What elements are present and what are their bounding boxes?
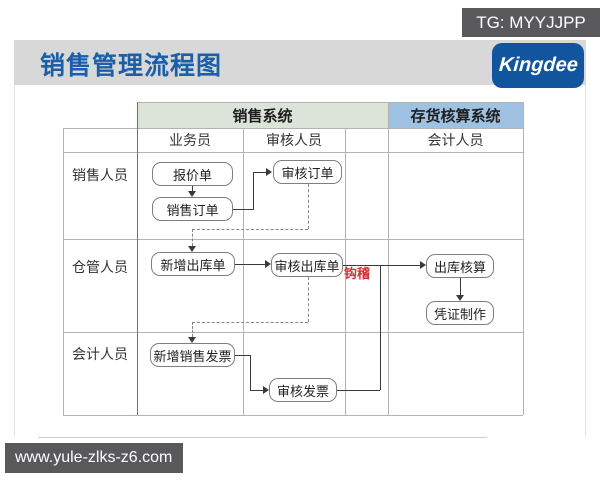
connector <box>460 278 461 295</box>
kingdee-logo-text: Kingdee <box>497 54 579 76</box>
row-label-accounting-staff: 会计人员 <box>72 346 128 362</box>
connector <box>235 355 250 356</box>
node-sales-order: 销售订单 <box>152 197 233 221</box>
kingdee-logo: Kingdee <box>492 43 584 88</box>
bottom-divider <box>38 437 487 438</box>
grid-line <box>63 128 64 415</box>
grid-line <box>388 102 389 415</box>
arrow-right-icon <box>265 260 271 268</box>
grid-line <box>345 128 346 415</box>
system-header-inventory: 存货核算系统 <box>388 102 523 128</box>
tg-watermark-badge: TG: MYYJJPP <box>462 8 600 37</box>
grid-line <box>63 332 523 333</box>
connector-dashed <box>308 184 309 229</box>
connector-dashed <box>308 277 309 322</box>
connector <box>250 355 251 390</box>
reconcile-annotation: 钩稽 <box>344 266 371 281</box>
connector-dashed <box>192 229 308 230</box>
connector-dashed <box>192 322 308 323</box>
arrow-right-icon <box>263 386 269 394</box>
grid-line <box>243 128 244 415</box>
grid-line <box>137 102 523 103</box>
node-new-invoice: 新增销售发票 <box>150 343 235 367</box>
connector <box>343 265 420 266</box>
arrow-right-icon <box>266 168 272 176</box>
grid-line <box>523 102 524 415</box>
arrow-down-icon <box>188 337 196 343</box>
connector <box>380 265 381 390</box>
grid-line <box>63 152 523 153</box>
connector-dashed <box>192 322 193 337</box>
node-new-outbound: 新增出库单 <box>151 252 235 276</box>
arrow-down-icon <box>456 295 464 301</box>
arrow-down-icon <box>188 246 196 252</box>
connector <box>253 172 267 173</box>
slide-left-edge <box>14 85 15 437</box>
node-quote: 报价单 <box>152 162 233 186</box>
connector <box>233 209 253 210</box>
row-label-sales-staff: 销售人员 <box>72 167 128 183</box>
role-header-clerk: 业务员 <box>169 132 211 148</box>
arrow-right-icon <box>420 261 426 269</box>
grid-line <box>63 128 523 129</box>
connector-dashed <box>192 229 193 246</box>
role-header-accountant: 会计人员 <box>427 132 484 148</box>
connector <box>235 264 265 265</box>
connector <box>250 390 263 391</box>
slide-right-edge <box>585 85 586 437</box>
system-header-sales: 销售系统 <box>137 102 388 128</box>
grid-line <box>63 239 523 240</box>
arrow-down-icon <box>188 191 196 197</box>
grid-line-accent <box>137 415 390 416</box>
role-header-auditor: 审核人员 <box>266 132 322 148</box>
connector <box>192 186 193 192</box>
url-watermark-badge: www.yule-zlks-z6.com <box>5 443 183 473</box>
page-title: 销售管理流程图 <box>40 52 223 80</box>
node-audit-outbound: 审核出库单 <box>271 253 343 277</box>
connector <box>337 390 380 391</box>
connector <box>253 172 254 210</box>
row-label-warehouse-staff: 仓管人员 <box>72 259 128 275</box>
node-outbound-accounting: 出库核算 <box>426 254 494 278</box>
node-voucher: 凭证制作 <box>426 301 494 325</box>
node-audit-invoice: 审核发票 <box>269 378 337 402</box>
title-band <box>14 40 586 85</box>
grid-divider-red <box>137 102 138 415</box>
node-audit-order: 审核订单 <box>273 160 342 184</box>
